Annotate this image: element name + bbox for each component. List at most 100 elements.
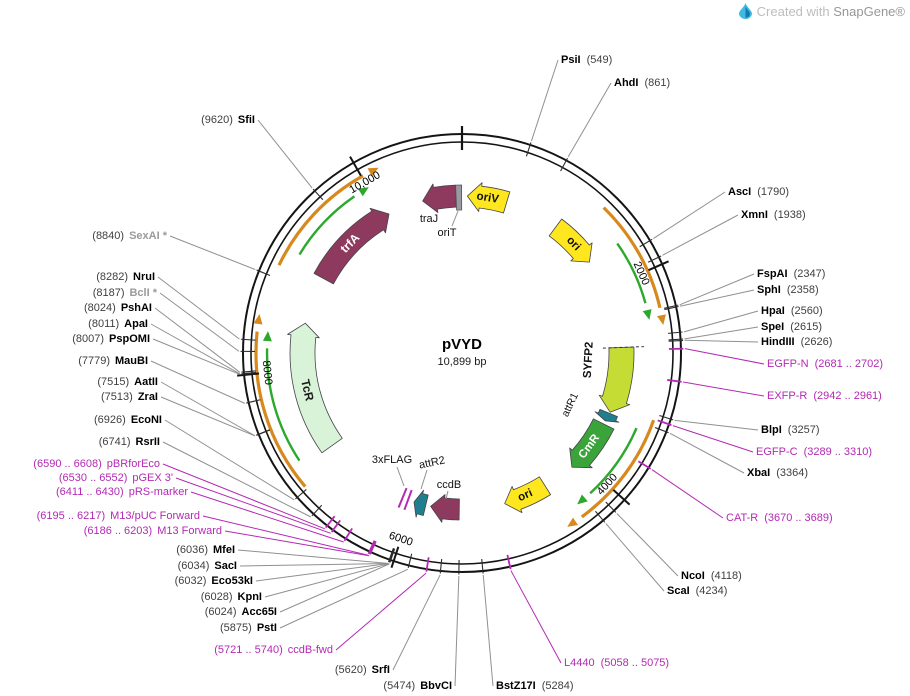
feature-arrow-attr2-9 [413,489,429,518]
feature-label-syfp2: SYFP2 [582,341,596,378]
site-leader-fspai [679,273,755,306]
direction-arc-orange-1 [254,331,307,488]
site-leader-pgex-3 [175,477,331,534]
site-tick-xbai [654,427,669,434]
site-tick-m13-puc-forward [367,540,376,555]
site-leader-srfi [392,574,441,671]
direction-arrowhead-green-5 [262,331,272,342]
site-leader-m13-puc-forward [202,515,368,556]
site-leader-zrai [160,396,256,437]
direction-arrowhead-orange-3 [567,517,578,527]
site-leader-sexai [169,235,256,270]
site-tick-sexai [256,269,271,276]
site-leader-m13-forward [224,530,370,557]
feature-arrow-traj-1 [422,183,457,213]
feature-leader-orit [451,210,459,227]
feature-label-oriv: oriV [476,190,500,206]
feature-label-tcr: TcR [298,378,317,403]
site-tick-egfp-c [657,419,672,426]
site-leader-nrui [157,276,240,340]
site-leader-psti [279,568,409,629]
feature-leader-attr2 [420,469,428,490]
feature-arrow-orit-2 [455,184,463,211]
direction-arrowhead-orange-0 [367,167,379,177]
plasmid-title-block: pVYD 10,899 bp [438,336,487,368]
site-leader-ccdb-fwd [335,572,427,651]
site-leader-bbvci [454,575,460,687]
site-leader-acc65i [279,563,390,613]
feature-flag-line-3xflag-1 [397,487,408,508]
direction-arc-green-4 [298,195,356,256]
feature-start-dash-syfp2 [602,346,644,349]
site-leader-asci [653,191,726,239]
site-leader-ahdi [567,82,612,158]
feature-label-3xflag: 3xFLAG [372,454,412,466]
site-tick-hpai [668,331,683,334]
site-tick-l4440 [506,554,512,570]
site-leader-psii [530,59,559,142]
site-leader-sphi [679,289,755,307]
site-tick-prs-marker [343,527,353,542]
scale-tick-2000 [648,260,669,272]
site-leader-hindiii [684,339,759,343]
site-leader-aatii [160,381,256,437]
direction-arrowhead-green-6 [642,309,652,320]
site-leader-bcli [159,292,240,352]
site-tick-maubi [246,399,261,404]
site-tick-spei [668,338,684,341]
site-leader-eco53ki [255,563,389,582]
site-tick-pshai [241,370,256,373]
site-leader-bstz17i [482,574,494,687]
feature-arrow-oriv-0 [467,182,511,214]
site-tick-ncoi [605,501,617,513]
snapgene-logo-icon [738,3,752,19]
direction-arc-orange-0 [277,174,364,266]
direction-arrowhead-green-7 [577,494,588,505]
site-leader-hpai [683,310,759,333]
feature-arrow-cmr-6 [569,418,615,469]
feature-arrow-ccdb-8 [430,494,460,523]
plasmid-name: pVYD [441,336,482,353]
site-tick-ahdi [560,157,568,172]
site-leader-pshai [154,307,241,373]
site-tick-apai [241,371,256,375]
site-leader-saci [239,562,389,567]
site-leader-egfp-n [684,348,765,365]
site-tick-rsrii [311,504,323,517]
site-tick-cat-r [637,460,652,470]
site-tick-asci [639,238,653,248]
snapgene-watermark: Created with SnapGene® [738,3,905,19]
site-leader-econi [164,419,295,501]
direction-arrowhead-orange-2 [657,314,666,325]
feature-leader-ccdb [445,490,449,500]
site-tick-xmni [647,255,662,263]
feature-label-attr1: attR1 [559,391,581,419]
site-leader-ncoi [616,513,679,577]
site-tick-scai [595,510,606,523]
direction-arc-green-6 [616,242,647,304]
site-leader-mfei [237,549,389,564]
site-leader-prs-marker [190,491,344,543]
site-leader-exfp-r [683,381,765,397]
watermark-prefix: Created with [756,3,834,19]
direction-arrowhead-green-4 [358,187,369,197]
feature-arrow-ori-7 [504,476,551,513]
feature-flag-line-3xflag-0 [403,489,413,511]
scale-tick-8000 [237,372,260,377]
site-tick-m13-forward [369,540,377,555]
site-tick-nrui [240,338,256,341]
site-leader-cat-r [651,469,724,519]
site-tick-sfii [312,188,324,201]
site-tick-psii [525,142,532,157]
site-leader-pbrforeco [162,463,325,530]
site-tick-hindiii [668,339,684,342]
site-leader-sfii [257,119,313,189]
direction-arc-green-7 [589,427,638,495]
site-tick-sphi [664,305,679,311]
scale-tick-6000 [390,546,400,569]
direction-arc-green-5 [265,348,301,462]
site-tick-srfi [439,558,443,574]
site-tick-pgex-3 [330,519,341,533]
